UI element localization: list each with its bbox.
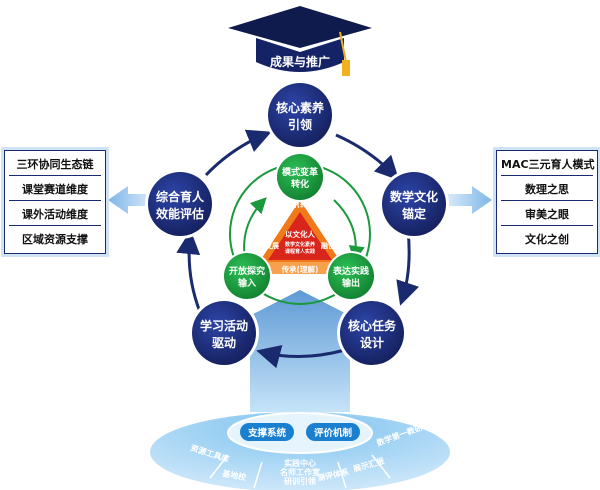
outer-node-line1: 核心任务 <box>348 318 397 333</box>
left-box-row-2: 课外活动维度 <box>9 204 101 226</box>
right-box-row-2: 审美之眼 <box>501 204 593 226</box>
right-box-row-0: MAC三元育人模式 <box>501 154 595 176</box>
tassel-icon <box>342 60 350 76</box>
left-box-row-1: 课堂赛道维度 <box>9 179 101 201</box>
center-triangle: 创新(转化) 传承(理解) 发展 融合 以文化人 数学文化素养 课程育人实践 <box>254 200 346 274</box>
base-platform: 支撑系统 评价机制 资源工具库 基地校 实践中心名师工作室研训引领 测评体系 展… <box>150 412 450 490</box>
base-seg-1: 基地校 <box>221 468 248 482</box>
inner-node-line2: 转化 <box>291 178 309 190</box>
outer-node-line2: 驱动 <box>212 336 236 350</box>
triangle-top-label: 创新(转化) <box>282 200 317 209</box>
graduation-cap-icon: 成果与推广 <box>228 6 372 76</box>
outer-node-line1: 核心素养 <box>276 100 324 115</box>
right-side-arrow <box>440 186 492 214</box>
outer-node-line2: 锚定 <box>402 206 426 221</box>
svg-text:实践中心名师工作室研训引领: 实践中心名师工作室研训引领 <box>280 458 320 486</box>
triangle-bottom-label: 传承(理解) <box>281 264 319 274</box>
triangle-center-line3: 课程育人实践 <box>285 248 315 255</box>
left-side-arrow <box>108 186 160 214</box>
base-pill-0 <box>240 423 294 441</box>
top-label: 成果与推广 <box>270 54 330 69</box>
inner-node-line1: 模式变革 <box>282 166 318 178</box>
triangle-left-label: 发展 <box>264 241 280 250</box>
outer-node-line2: 效能评估 <box>156 206 204 221</box>
base-seg-2: 实践中心名师工作室研训引领 <box>280 458 320 486</box>
base-pill-label-0: 支撑系统 <box>247 427 287 439</box>
base-pill-1 <box>306 423 360 441</box>
upward-arrow <box>222 290 378 412</box>
inner-node-line2: 输出 <box>342 277 360 289</box>
triangle-right-label: 融合 <box>321 241 336 250</box>
left-info-box: 三环协同生态链 课堂赛道维度 课外活动维度 区域资源支撑 <box>4 150 106 254</box>
right-box-row-1: 数理之思 <box>501 179 593 201</box>
left-box-row-0: 三环协同生态链 <box>9 154 101 176</box>
outer-node-line2: 设计 <box>360 335 384 350</box>
inner-node-line1: 表达实践 <box>332 265 369 277</box>
outer-node-line1: 学习活动 <box>200 318 248 333</box>
outer-node-line1: 数学文化 <box>390 189 438 204</box>
right-box-row-3: 文化之创 <box>525 233 569 246</box>
outer-node-line2: 引领 <box>288 117 312 132</box>
base-pill-label-1: 评价机制 <box>314 427 353 439</box>
inner-node-line2: 输入 <box>238 277 256 289</box>
outer-node-line1: 综合育人 <box>156 189 205 204</box>
left-box-row-3: 区域资源支撑 <box>22 233 88 246</box>
right-info-box: MAC三元育人模式 数理之思 审美之眼 文化之创 <box>496 150 598 254</box>
inner-node-line1: 开放探究 <box>229 265 265 277</box>
triangle-center-line1: 以文化人 <box>285 229 315 239</box>
triangle-center-line2: 数学文化素养 <box>285 241 315 248</box>
